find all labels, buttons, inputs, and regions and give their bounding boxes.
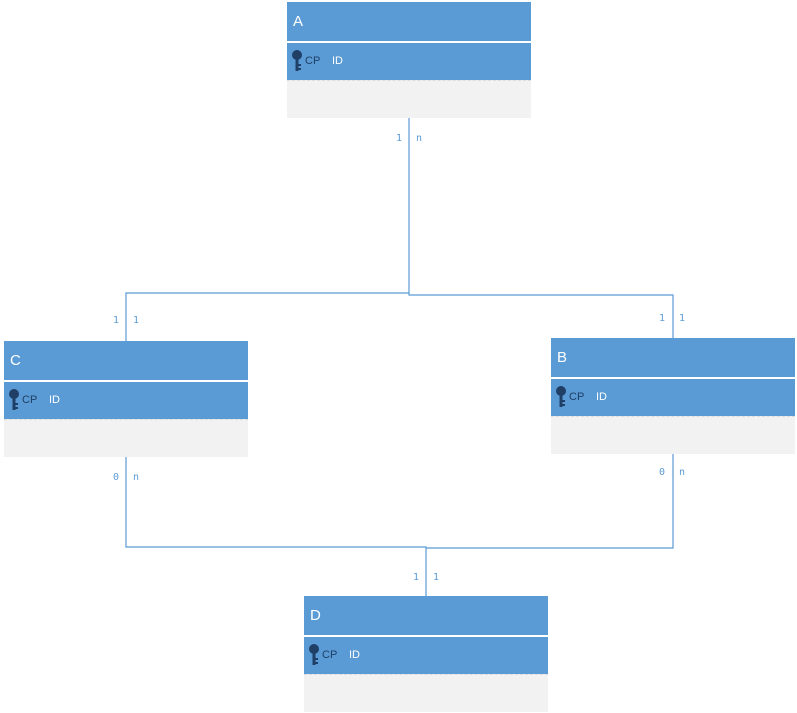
key-icon [556, 386, 566, 407]
key-icon [292, 50, 302, 71]
entity-body [304, 674, 548, 712]
cardinality-c-top-left: 1 [113, 315, 120, 326]
entity-c[interactable]: C CP ID [4, 341, 248, 457]
primary-key-row[interactable]: CP ID [287, 43, 531, 80]
cardinality-b-bottom-right: n [679, 467, 686, 478]
primary-key-row[interactable]: CP ID [304, 637, 548, 674]
primary-key-row[interactable]: CP ID [551, 379, 795, 416]
key-attribute: ID [596, 391, 607, 403]
entity-d[interactable]: D CP ID [304, 596, 548, 712]
cardinality-c-top-right: 1 [133, 315, 140, 326]
cardinality-a-bottom-left: 1 [396, 133, 403, 144]
entity-body [4, 419, 248, 457]
cardinality-b-top-left: 1 [659, 313, 666, 324]
cardinality-c-bottom-right: n [133, 472, 140, 483]
entity-header: D [304, 596, 548, 635]
key-code: CP [22, 394, 38, 406]
key-icon [9, 389, 19, 410]
entity-header: B [551, 338, 795, 377]
key-code: CP [569, 391, 585, 403]
key-code: CP [305, 55, 321, 67]
entity-body [287, 80, 531, 118]
connector-b-d [426, 454, 674, 549]
cardinality-b-bottom-left: 0 [659, 467, 666, 478]
connector-a-c [125, 117, 410, 341]
entity-b[interactable]: B CP ID [551, 338, 795, 454]
cardinality-d-top-left: 1 [413, 572, 420, 583]
key-icon [309, 644, 319, 665]
key-attribute: ID [332, 55, 343, 67]
entity-header: C [4, 341, 248, 380]
cardinality-d-top-right: 1 [433, 572, 440, 583]
entity-body [551, 416, 795, 454]
connector-c-d [125, 457, 427, 596]
connector-a-b [408, 293, 674, 338]
cardinality-a-bottom-right: n [416, 133, 423, 144]
entity-header: A [287, 2, 531, 41]
entity-a[interactable]: A CP ID [287, 2, 531, 118]
key-code: CP [322, 649, 338, 661]
key-attribute: ID [349, 649, 360, 661]
primary-key-row[interactable]: CP ID [4, 382, 248, 419]
cardinality-b-top-right: 1 [679, 313, 686, 324]
key-attribute: ID [49, 394, 60, 406]
cardinality-c-bottom-left: 0 [113, 472, 120, 483]
